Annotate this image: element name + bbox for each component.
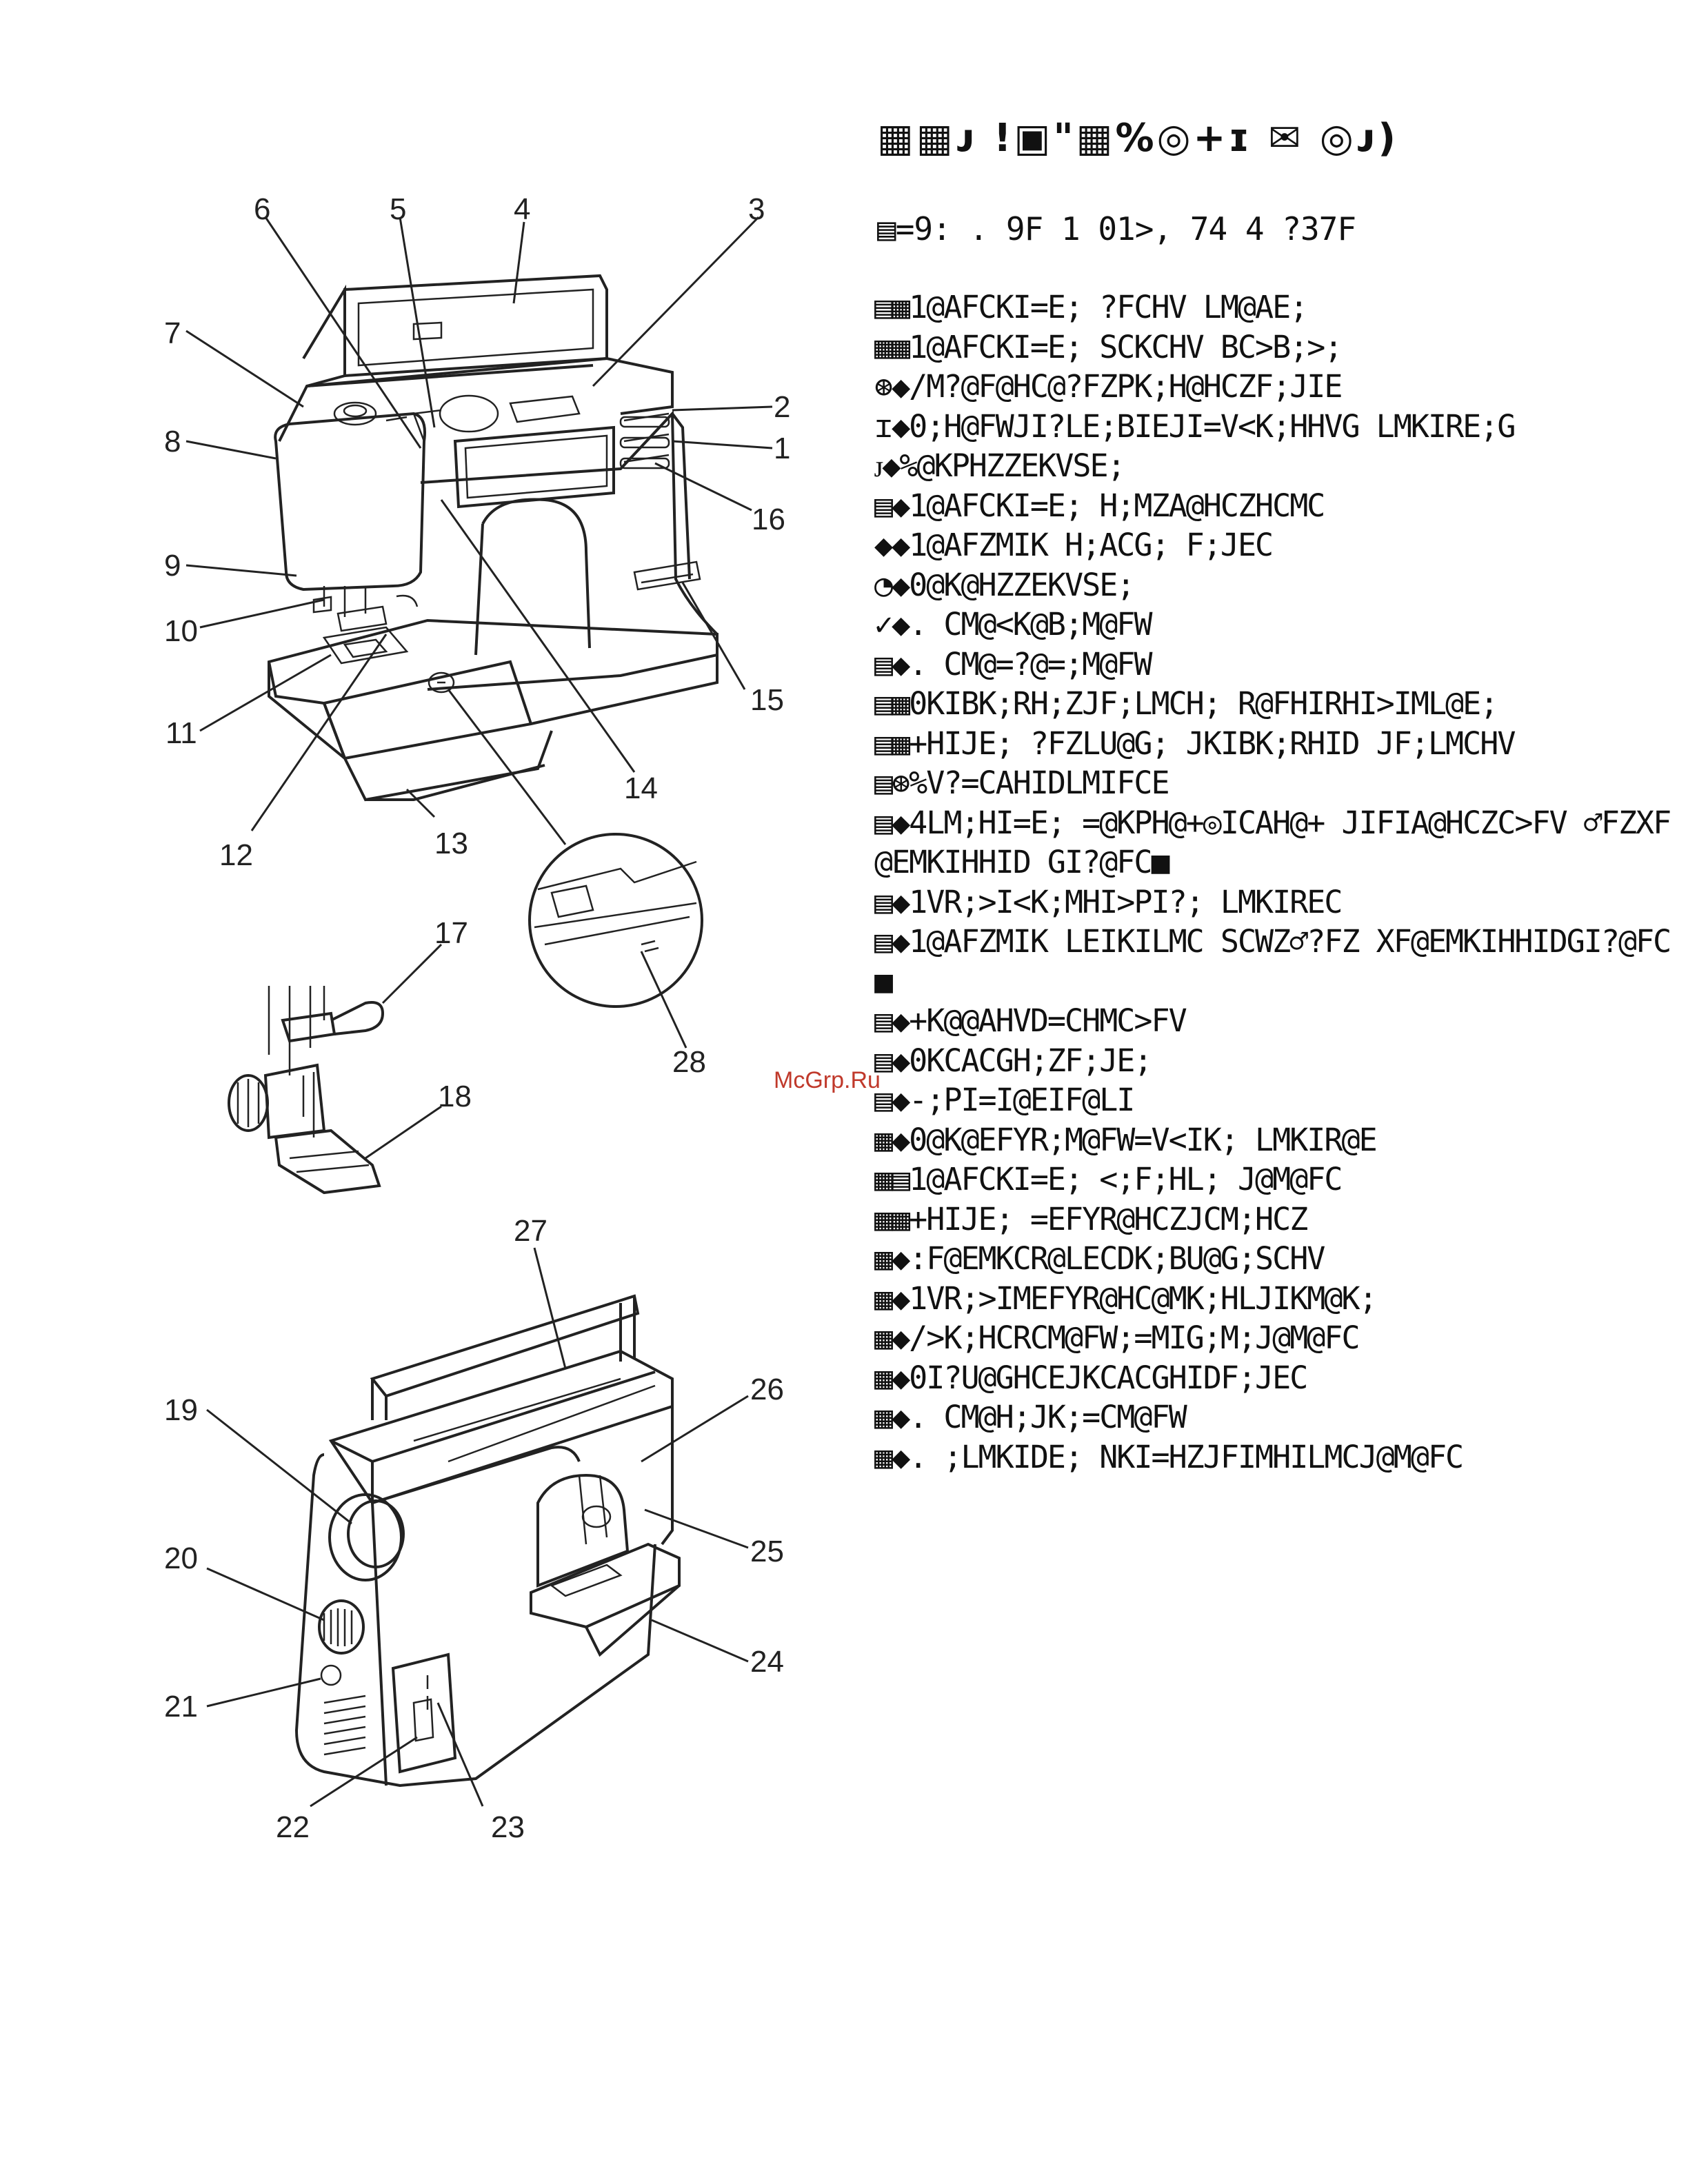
list-item: ▦◆. CM@H;JK;=CM@FW (874, 1399, 1187, 1435)
list-item: ▤⊛%V?=CAHIDLMIFCE (874, 765, 1170, 801)
list-item: ▤◆. CM@=?@=;M@FW (874, 645, 1152, 682)
list-item: ✓◆. CM@<K@B;M@FW (874, 606, 1152, 643)
callout-13: 13 (434, 827, 468, 860)
callout-26: 26 (750, 1373, 784, 1406)
callout-17: 17 (434, 916, 468, 950)
list-item: ▦◆. ;LMKIDE; NKI=HZJFIMHILMCJ@M@FC (874, 1438, 1464, 1475)
callout-18: 18 (438, 1080, 472, 1113)
callout-15: 15 (750, 683, 784, 717)
callout-10: 10 (164, 614, 198, 648)
list-item: ▦◆0I?U@GHCEJKCACGHIDF;JEC (874, 1359, 1308, 1396)
list-item: ▤◆4LM;HI=E; =@KPH@+◎ICAH@+ JIFIA@HCZC>FV… (874, 804, 1671, 881)
list-item: ▤◆+K@@AHVD=CHMC>FV (874, 1002, 1187, 1039)
callout-2: 2 (774, 390, 790, 424)
callout-11: 11 (165, 716, 197, 750)
callout-4: 4 (514, 192, 530, 226)
parts-text-panel: ▦▦ᴊ !▣"▦%◎+ɪ ✉ ◎ᴊ) ▤=9: . 9F 1 01>, 74 4… (874, 103, 1674, 1477)
list-item: ◔◆0@K@HZZEKVSE; (874, 566, 1135, 603)
callout-27: 27 (514, 1214, 547, 1248)
callout-19: 19 (164, 1393, 198, 1427)
watermark: McGrp.Ru (774, 1067, 881, 1093)
list-item: ɪ◆0;H@FWJI?LE;BIEJI=V<K;HHVG LMKIRE;G (874, 407, 1516, 445)
list-item: ▤◆1@AFZMIK LEIKILMC SCWZ♂?FZ XF@EMKIHHID… (874, 923, 1671, 1000)
callout-14: 14 (624, 771, 658, 805)
callout-16: 16 (752, 503, 785, 536)
list-item: ▦◆1VR;>IMEFYR@HC@MK;HLJIKM@K; (874, 1280, 1378, 1317)
list-item: ▤▦+HIJE; ?FZLU@G; JKIBK;RHID JF;LMCHV (874, 725, 1516, 762)
callout-22: 22 (276, 1810, 310, 1844)
callout-25: 25 (750, 1535, 784, 1568)
list-item: ⊛◆/M?@F@HC@?FZPK;H@HCZF;JIE (874, 368, 1343, 405)
callout-21: 21 (164, 1690, 198, 1723)
front-view-illustration (185, 216, 773, 1049)
list-item: ▤◆0KCACGH;ZF;JE; (874, 1042, 1152, 1079)
page-heading: ▦▦ᴊ !▣"▦%◎+ɪ ✉ ◎ᴊ) (877, 116, 1399, 161)
list-item: ▤▦1@AFCKI=E; ?FCHV LM@AE; (874, 289, 1308, 325)
callout-23: 23 (491, 1810, 525, 1844)
rear-view-illustration (206, 1247, 749, 1808)
callout-20: 20 (164, 1541, 198, 1575)
callout-1: 1 (774, 432, 790, 465)
list-item: ▦◆0@K@EFYR;M@FW=V<IK; LMKIR@E (874, 1121, 1378, 1158)
list-item: ▤◆1@AFCKI=E; H;MZA@HCZHCMC (874, 487, 1325, 524)
callout-3: 3 (748, 192, 765, 226)
list-item: ◆◆1@AFZMIK H;ACG; F;JEC (874, 527, 1274, 563)
list-item: ▦▦1@AFCKI=E; SCKCHV BC>B;>; (874, 328, 1343, 365)
list-item: ▦◆:F@EMKCR@LECDK;BU@G;SCHV (874, 1240, 1325, 1277)
list-item: ▤▦0KIBK;RH;ZJF;LMCH; R@FHIRHI>IML@E; (874, 685, 1498, 722)
callout-7: 7 (164, 316, 181, 350)
callout-6: 6 (254, 192, 270, 226)
presser-foot-illustration (228, 943, 443, 1195)
callout-8: 8 (164, 425, 181, 458)
callout-28: 28 (672, 1045, 706, 1079)
list-item: ▤◆1VR;>I<K;MHI>PI?; LMKIREC (874, 883, 1343, 920)
list-item: ᴊ◆%@KPHZZEKVSE; (874, 447, 1126, 484)
list-item: ▦▤1@AFCKI=E; <;F;HL; J@M@FC (874, 1161, 1343, 1197)
callout-5: 5 (390, 192, 406, 226)
callout-24: 24 (750, 1645, 784, 1679)
parts-list: ▤▦1@AFCKI=E; ?FCHV LM@AE; ▦▦1@AFCKI=E; S… (874, 287, 1674, 1477)
sewing-machine-diagrams: 1 2 3 4 5 6 7 8 9 10 11 12 13 14 15 16 1… (164, 192, 790, 1844)
callout-12: 12 (219, 838, 253, 872)
list-item: ▦◆/>K;HCRCM@FW;=MIG;M;J@M@FC (874, 1320, 1360, 1356)
list-item: ▦▦+HIJE; =EFYR@HCZJCM;HCZ (874, 1200, 1308, 1237)
list-item: ▤◆-;PI=I@EIF@LI (874, 1082, 1135, 1118)
section-subheading: ▤=9: . 9F 1 01>, 74 4 ?37F (877, 210, 1356, 247)
callout-9: 9 (164, 549, 181, 583)
